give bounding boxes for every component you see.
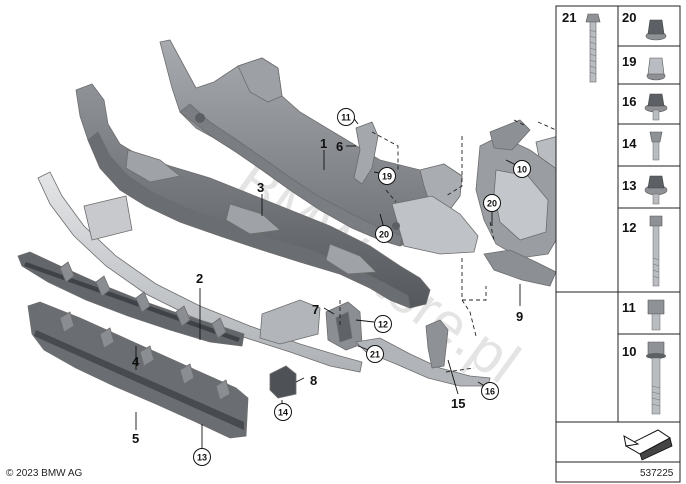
part-15-arm[interactable] [355, 319, 491, 387]
circled-callout-11: 11 [337, 108, 355, 126]
stud-21-icon [585, 13, 601, 83]
callout-5: 5 [132, 431, 139, 446]
part-5-grille[interactable] [27, 301, 249, 439]
part-4-grille[interactable] [17, 251, 245, 347]
callout-3: 3 [257, 180, 264, 195]
copyright-text: © 2023 BMW AG [6, 468, 83, 479]
callout-1: 1 [320, 136, 327, 151]
part-1-carrier[interactable] [159, 39, 479, 255]
circled-callouts: 11 19 10 19 20 20 12 21 [193, 108, 591, 466]
svg-text:21: 21 [370, 350, 380, 360]
svg-text:13: 13 [197, 453, 207, 463]
svg-text:20: 20 [487, 199, 497, 209]
svg-text:19: 19 [382, 172, 392, 182]
circled-callout-19a: 19 [378, 167, 396, 185]
screw-13-icon [644, 175, 668, 205]
callout-6: 6 [336, 139, 343, 154]
circled-callout-12: 12 [374, 315, 392, 333]
circled-callout-20b: 20 [375, 225, 393, 243]
nut-16-icon [644, 93, 668, 121]
circled-callout-10: 10 [513, 160, 531, 178]
circled-callout-14: 14 [274, 403, 292, 421]
sidebar-num-14: 14 [622, 136, 637, 151]
sidebar-num-21: 21 [562, 10, 576, 25]
callout-4: 4 [132, 354, 140, 369]
svg-text:16: 16 [485, 387, 495, 397]
sidebar-num-20: 20 [622, 10, 636, 25]
callout-2: 2 [196, 271, 203, 286]
svg-text:14: 14 [278, 408, 288, 418]
callout-7: 7 [312, 302, 319, 317]
circled-callout-13: 13 [193, 448, 211, 466]
svg-text:10: 10 [517, 165, 527, 175]
svg-text:11: 11 [341, 113, 351, 123]
direction-arrow-icon [623, 429, 673, 461]
circled-callout-20a: 20 [483, 194, 501, 212]
callout-9: 9 [516, 309, 523, 324]
screw-14-icon [649, 131, 663, 161]
callout-15: 15 [451, 396, 465, 411]
diagram-id: 537225 [640, 468, 674, 479]
nut-20-icon [645, 19, 667, 41]
bolt-10-icon [646, 341, 666, 415]
sidebar-num-12: 12 [622, 220, 636, 235]
part-9-bracket[interactable] [483, 249, 557, 287]
bolt-11-icon [647, 299, 665, 331]
part-18-bracket[interactable] [475, 119, 567, 259]
part-8-block[interactable] [269, 365, 297, 399]
part-2-strip[interactable] [37, 171, 363, 373]
circled-callout-21: 21 [366, 345, 384, 363]
sidebar-num-10: 10 [622, 344, 636, 359]
svg-text:20: 20 [379, 230, 389, 240]
svg-text:12: 12 [378, 320, 388, 330]
callout-8: 8 [310, 373, 317, 388]
sidebar-num-16: 16 [622, 94, 636, 109]
part-3-absorber[interactable] [75, 83, 431, 309]
sidebar-num-11: 11 [622, 300, 636, 315]
sidebar-num-13: 13 [622, 178, 636, 193]
sidebar-num-19: 19 [622, 54, 636, 69]
fastener-table: 21 20 19 16 14 13 12 11 10 [555, 5, 681, 483]
circled-callout-16: 16 [481, 382, 499, 400]
part-6-bracket[interactable] [353, 121, 379, 185]
bolt-12-icon [649, 215, 663, 287]
nut-19-icon [646, 57, 666, 81]
